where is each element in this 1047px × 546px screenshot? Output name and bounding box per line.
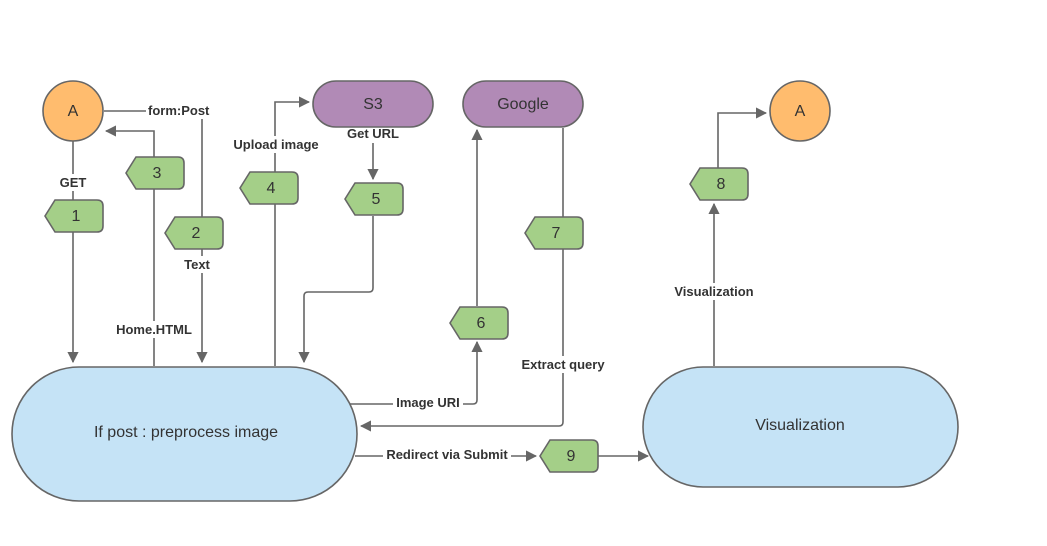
google-label: Google	[497, 96, 549, 113]
edge-home-html	[104, 125, 155, 366]
step-4: 4	[239, 171, 299, 205]
actor-start-node: A	[42, 80, 104, 142]
step-4-label: 4	[267, 180, 276, 197]
google-node: Google	[462, 80, 584, 128]
visualization-node: Visualization	[642, 366, 959, 488]
label-get-url: Get URL	[347, 126, 399, 141]
step-5-label: 5	[372, 191, 381, 208]
label-extract-query: Extract query	[521, 357, 605, 372]
edge-extract-query	[359, 128, 564, 432]
step-9: 9	[539, 439, 599, 473]
step-8-label: 8	[717, 176, 726, 193]
s3-node: S3	[312, 80, 434, 128]
main-process-label: If post : preprocess image	[94, 424, 278, 441]
step-3: 3	[125, 156, 185, 190]
main-process-node: If post : preprocess image	[11, 366, 358, 502]
label-text: Text	[184, 257, 210, 272]
step-6: 6	[449, 306, 509, 340]
edge-visualization-top	[717, 107, 768, 168]
step-8: 8	[689, 167, 749, 201]
actor-end-label: A	[795, 103, 806, 120]
edge-get-url-bottom	[298, 216, 374, 364]
step-2: 2	[164, 216, 224, 250]
label-redirect: Redirect via Submit	[386, 447, 508, 462]
actor-end-node: A	[769, 80, 831, 142]
visualization-label: Visualization	[755, 417, 845, 434]
label-form-post: form:Post	[148, 103, 210, 118]
step-1-label: 1	[72, 208, 81, 225]
label-visualization-edge: Visualization	[674, 284, 753, 299]
edge-upload-image	[274, 96, 311, 366]
step-7: 7	[524, 216, 584, 250]
label-upload-image: Upload image	[233, 137, 318, 152]
step-6-label: 6	[477, 315, 486, 332]
label-home-html: Home.HTML	[116, 322, 192, 337]
label-image-uri: Image URI	[396, 395, 460, 410]
edge-image-uri	[350, 340, 483, 405]
step-9-label: 9	[567, 448, 576, 465]
step-5: 5	[344, 182, 404, 216]
step-7-label: 7	[552, 225, 561, 242]
label-get: GET	[60, 175, 87, 190]
actor-start-label: A	[68, 103, 79, 120]
step-2-label: 2	[192, 225, 201, 242]
step-1: 1	[44, 199, 104, 233]
step-3-label: 3	[153, 165, 162, 182]
s3-label: S3	[363, 96, 383, 113]
